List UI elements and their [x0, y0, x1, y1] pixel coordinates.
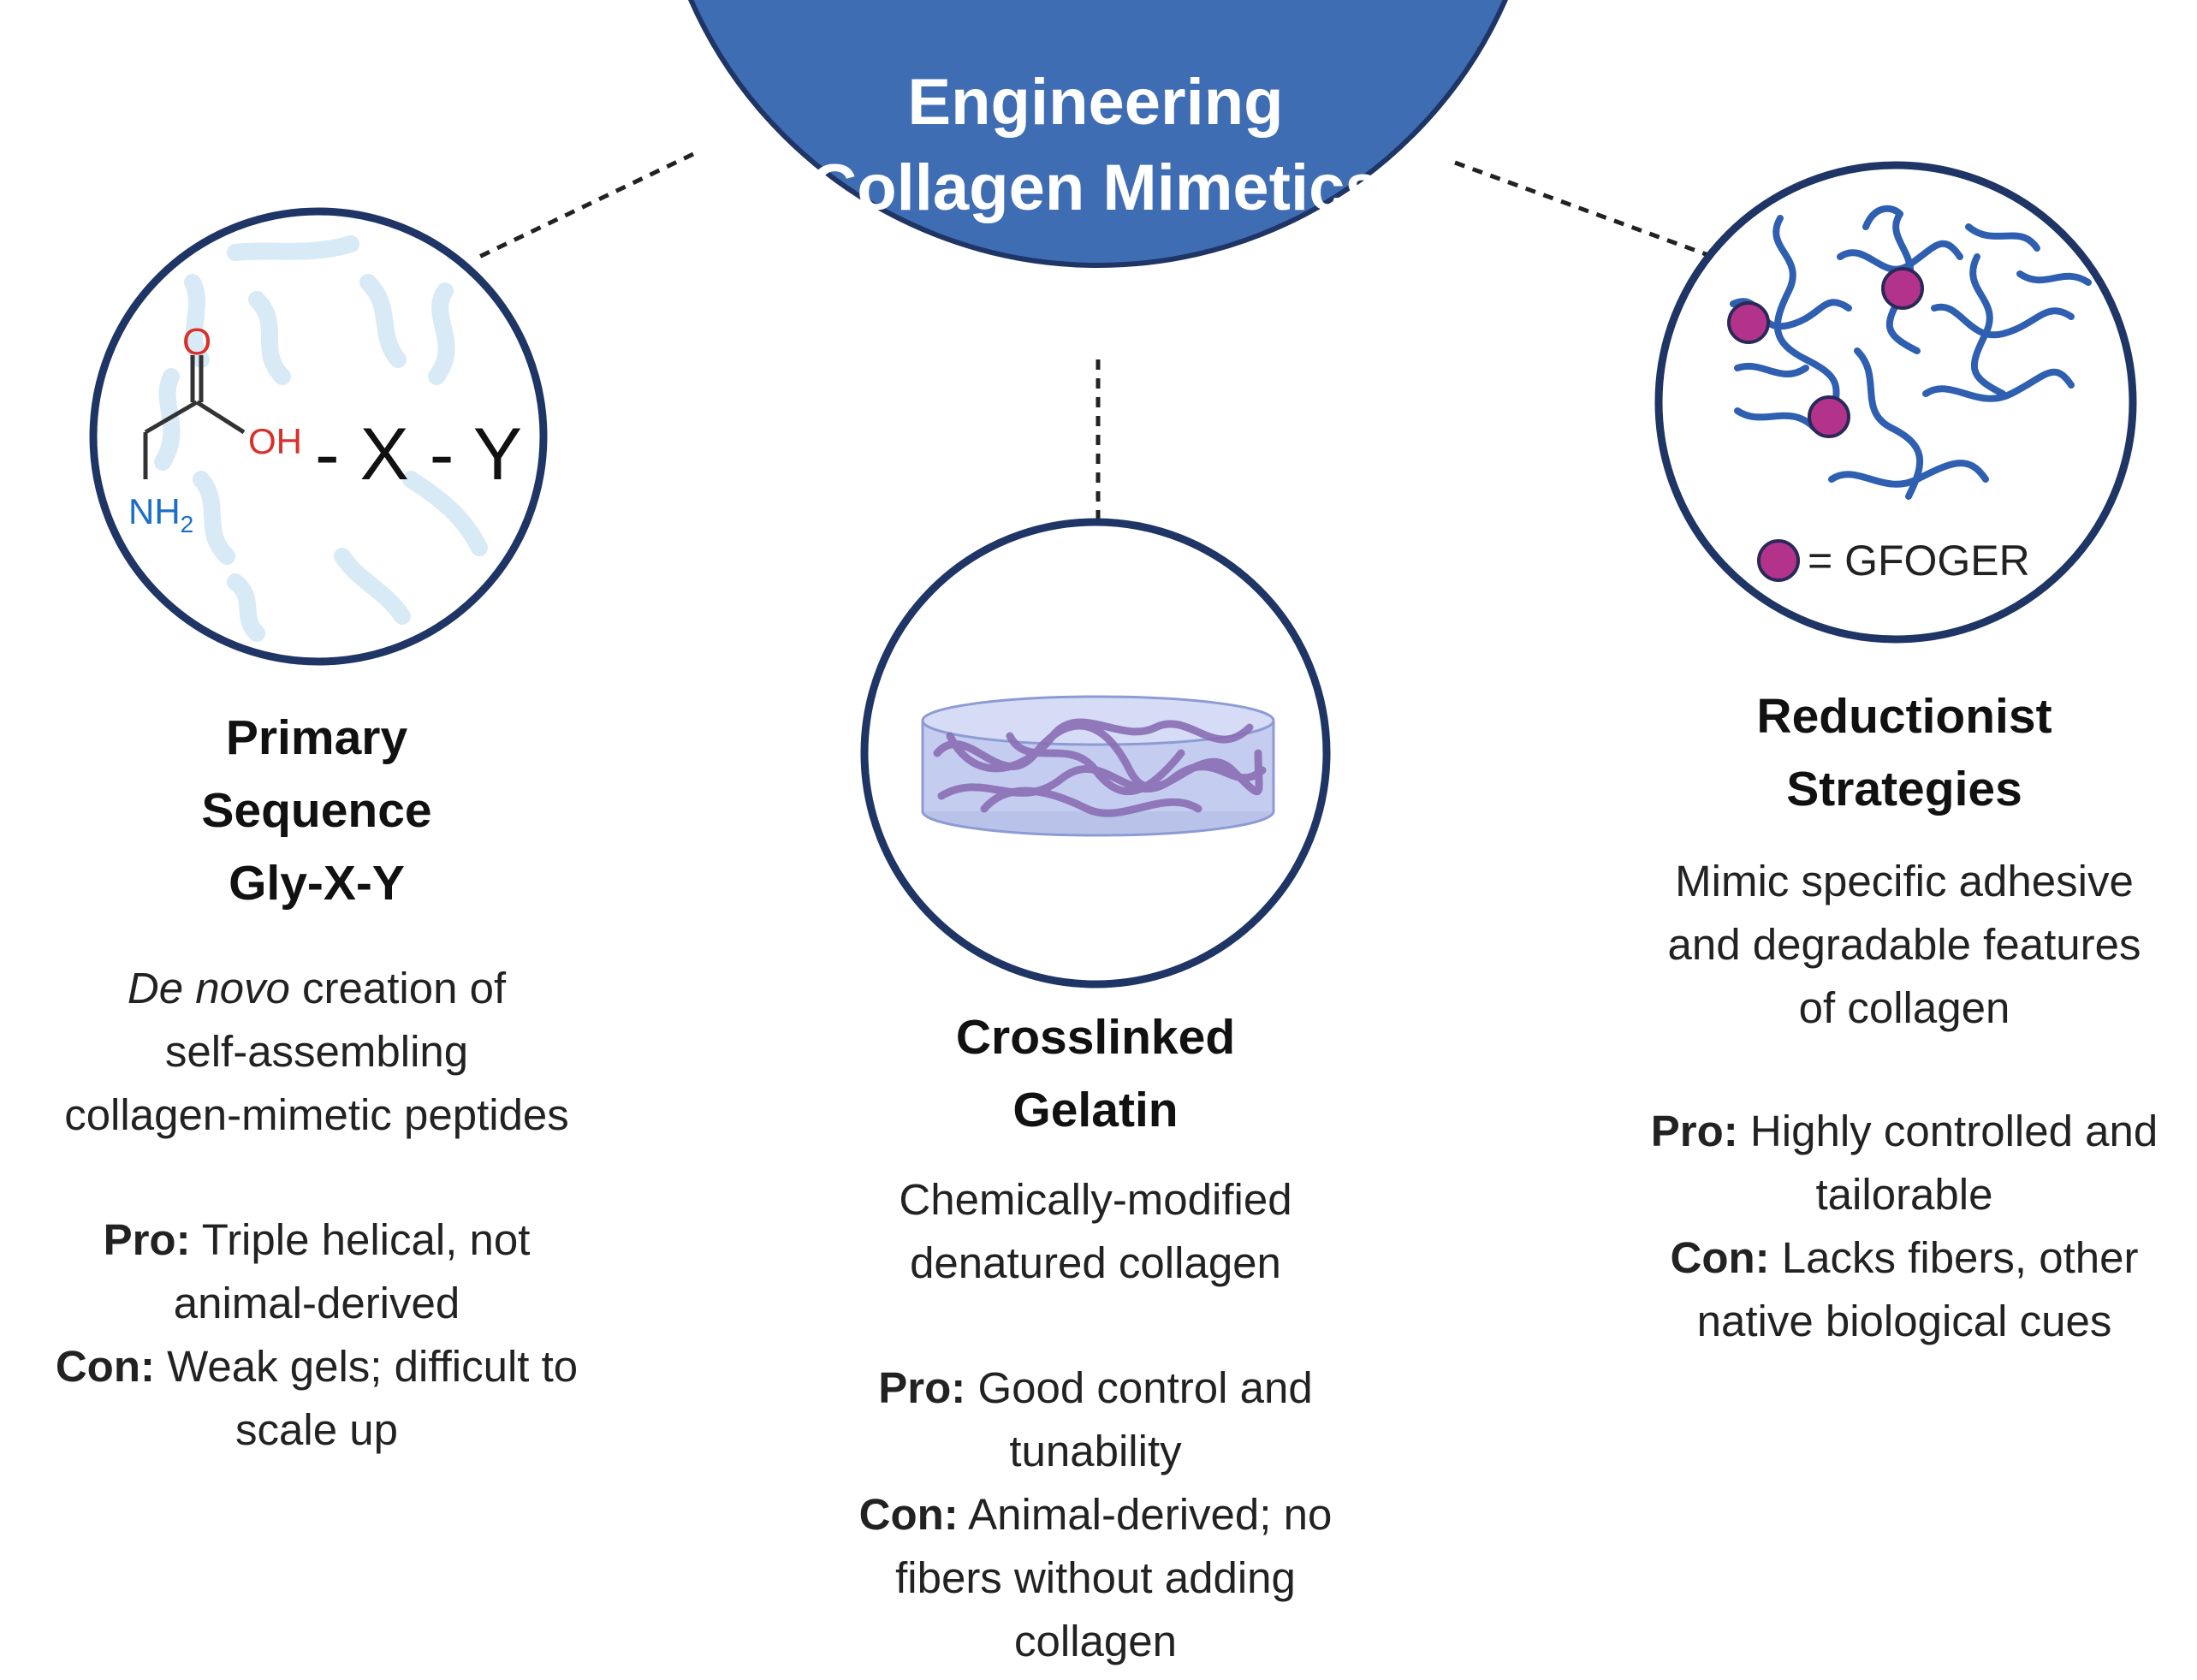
legend-gfoger-label: = GFOGER: [1808, 537, 2030, 585]
connector-right: [1454, 160, 1725, 264]
pro-text: Good control and: [965, 1363, 1313, 1412]
reductionist-illustration: = GFOGER: [1654, 161, 2137, 644]
desc-line: collagen-mimetic peptides: [64, 1090, 569, 1139]
con-line: fibers without adding: [895, 1553, 1296, 1602]
desc-rest: creation of: [289, 964, 507, 1012]
pro-line: Pro: Highly controlled and: [1600, 1100, 2197, 1163]
pro-line: animal-derived: [173, 1279, 460, 1327]
gfoger-dot: [1881, 267, 1924, 310]
amine-main: NH: [128, 491, 181, 531]
title-line: Primary: [225, 710, 408, 765]
connector-left: [478, 151, 695, 259]
reductionist-title: Reductionist Strategies: [1648, 680, 2161, 826]
desc-line: De novo creation of: [17, 957, 616, 1020]
left-circle: [89, 207, 548, 666]
desc-italic: De novo: [127, 964, 290, 1012]
pro-text: Highly controlled and: [1737, 1107, 2158, 1155]
gelatin-fibers: [933, 718, 1267, 817]
con-label: Con:: [55, 1342, 155, 1391]
crosslinked-gelatin-description: Chemically-modified denatured collagen: [796, 1168, 1395, 1295]
desc-line: Chemically-modified: [899, 1175, 1292, 1224]
reductionist-pro-con: Pro: Highly controlled and tailorable Co…: [1600, 1100, 2197, 1353]
con-text: Lacks fibers, other: [1769, 1233, 2139, 1282]
desc-line: Mimic specific adhesive: [1675, 857, 2134, 905]
desc-line: and degradable features: [1667, 920, 2141, 969]
pro-line: Pro: Triple helical, not: [17, 1208, 616, 1272]
gelatin-illustration: [860, 518, 1331, 988]
con-text: Weak gels; difficult to: [154, 1342, 579, 1391]
pro-label: Pro:: [103, 1215, 191, 1264]
hub-circle: [688, 0, 1508, 268]
hub-title-line2: Collagen Mimetics: [810, 151, 1381, 224]
amine-subscript: 2: [181, 511, 194, 537]
gfoger-dot: [1808, 395, 1850, 438]
con-text: Animal-derived; no: [958, 1490, 1333, 1539]
crosslinked-gelatin-pro-con: Pro: Good control and tunability Con: An…: [796, 1356, 1395, 1673]
title-line: Crosslinked: [955, 1010, 1236, 1065]
title-line: Sequence: [201, 783, 432, 838]
con-line: Con: Lacks fibers, other: [1600, 1226, 2197, 1290]
primary-sequence-illustration: O OH NH2 - X - Y: [89, 207, 548, 666]
sequence-label: - X - Y: [315, 413, 522, 496]
right-circle: [1654, 161, 2137, 644]
hydroxyl-label: OH: [248, 421, 302, 461]
connector-lines: [478, 151, 1725, 531]
con-line: scale up: [235, 1405, 398, 1454]
gfoger-dot: [1727, 301, 1770, 344]
con-line: Con: Weak gels; difficult to: [17, 1335, 616, 1398]
crosslinked-gelatin-title: Crosslinked Gelatin: [839, 1001, 1352, 1147]
amine-label: NH2: [128, 491, 193, 537]
con-line: collagen: [1014, 1617, 1177, 1665]
con-line: native biological cues: [1696, 1297, 2112, 1345]
primary-sequence-description: De novo creation of self-assembling coll…: [17, 957, 616, 1147]
pro-text: Triple helical, not: [190, 1215, 531, 1264]
primary-sequence-pro-con: Pro: Triple helical, not animal-derived …: [17, 1208, 616, 1462]
glycine-structure: [143, 355, 246, 479]
pro-line: Pro: Good control and: [796, 1356, 1395, 1420]
title-line: Gelatin: [1012, 1083, 1179, 1137]
pro-label: Pro:: [878, 1363, 966, 1412]
title-line: Gly-X-Y: [229, 856, 405, 911]
oxygen-label: O: [182, 321, 211, 363]
desc-line: denatured collagen: [910, 1238, 1281, 1287]
title-line: Strategies: [1786, 762, 2022, 816]
hub-title: Engineering Collagen Mimetics: [685, 60, 1506, 231]
title-line: Reductionist: [1756, 689, 2052, 744]
reductionist-description: Mimic specific adhesive and degradable f…: [1600, 850, 2197, 1040]
legend-gfoger-dot: [1757, 539, 1800, 582]
con-label: Con:: [858, 1490, 959, 1539]
con-label: Con:: [1670, 1233, 1770, 1282]
primary-sequence-title: Primary Sequence Gly-X-Y: [60, 702, 573, 920]
pro-line: tunability: [1009, 1427, 1182, 1475]
pro-line: tailorable: [1815, 1170, 1993, 1219]
con-line: Con: Animal-derived; no: [796, 1483, 1395, 1546]
hub-title-line1: Engineering: [907, 66, 1284, 139]
pro-label: Pro:: [1650, 1107, 1738, 1155]
desc-line: of collagen: [1798, 983, 2010, 1032]
desc-line: self-assembling: [164, 1027, 469, 1076]
